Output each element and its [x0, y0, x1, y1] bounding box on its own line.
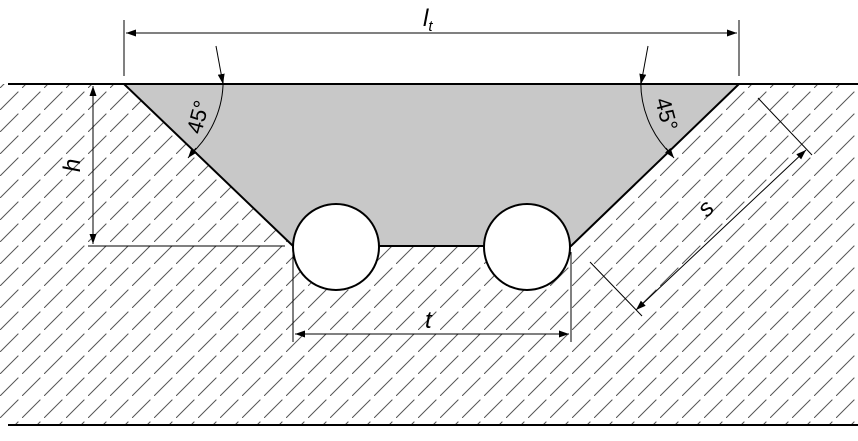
ext-line-throat-top	[757, 97, 813, 156]
fill-region	[124, 84, 739, 246]
dimension-throat	[635, 149, 807, 311]
label-spacing: t	[425, 307, 433, 334]
label-depth: h	[59, 159, 86, 172]
label-overall-length: lt	[423, 5, 433, 35]
pipe-left	[292, 203, 380, 291]
angle-arrow-left-top	[215, 45, 225, 85]
angle-arrow-right-top	[639, 45, 649, 85]
pipe-right	[483, 203, 571, 291]
ext-line-throat-bottom	[589, 261, 643, 317]
angle-arrow-left-bottom	[187, 147, 197, 159]
